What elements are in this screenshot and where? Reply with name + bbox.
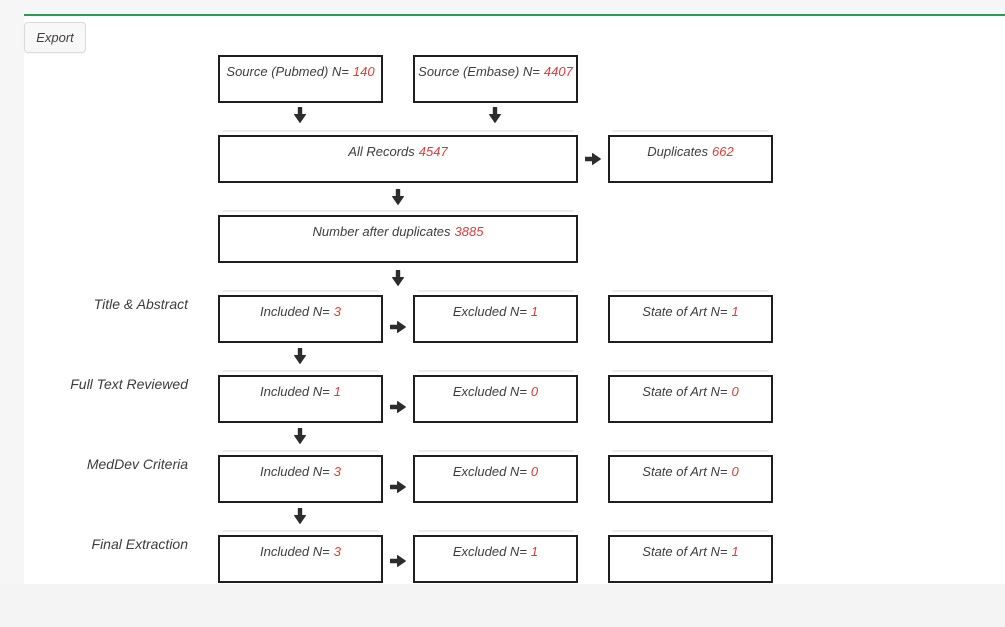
flow-box-included: Included N=3 [218, 290, 383, 343]
flow-box-state-of-art: State of Art N=1 [608, 290, 773, 343]
box-label: Included N= [260, 464, 330, 479]
box-label: State of Art N= [642, 544, 728, 559]
flow-box-excluded: Excluded N=0 [413, 370, 578, 423]
box-label: Source (Embase) N= [418, 64, 540, 79]
box-value: 4547 [418, 144, 448, 159]
stage-label-final-extraction: Final Extraction [91, 536, 188, 552]
box-value: 0 [530, 384, 539, 399]
stage-label-meddev-criteria: MedDev Criteria [86, 456, 188, 472]
box-label: State of Art N= [642, 464, 728, 479]
flow-box-included: Included N=3 [218, 450, 383, 503]
box-label: Number after duplicates [312, 224, 451, 239]
box-label: Excluded N= [452, 464, 527, 479]
flow-box-duplicates: Duplicates 662 [608, 130, 773, 183]
box-value: 0 [731, 464, 739, 479]
box-label: State of Art N= [642, 304, 728, 319]
box-value: 3 [333, 304, 341, 319]
top-strip [0, 0, 1005, 14]
flow-box-included: Included N=3 [218, 530, 383, 583]
arrow-right-icon [390, 321, 406, 333]
stage-label-full-text-reviewed: Full Text Reviewed [70, 376, 188, 392]
bottom-strip [0, 584, 1005, 627]
box-label: All Records [348, 144, 415, 159]
box-label: Excluded N= [452, 544, 527, 559]
box-value: 3 [333, 544, 341, 559]
flow-box-state-of-art: State of Art N=1 [608, 530, 773, 583]
arrow-down-icon [294, 348, 306, 364]
export-button[interactable]: Export [24, 22, 86, 53]
box-label: Excluded N= [452, 384, 527, 399]
box-label: Included N= [260, 304, 330, 319]
box-value: 1 [731, 544, 739, 559]
stage-label-title-abstract: Title & Abstract [93, 296, 188, 312]
arrow-down-icon [294, 107, 306, 123]
box-value: 1 [530, 304, 539, 319]
box-value: 1 [333, 384, 341, 399]
box-value: 3 [333, 464, 341, 479]
box-label: Source (Pubmed) N= [226, 64, 349, 79]
arrow-right-icon [390, 401, 406, 413]
box-label: Included N= [260, 544, 330, 559]
arrow-right-icon [390, 481, 406, 493]
flow-box-included: Included N=1 [218, 370, 383, 423]
box-value: 140 [352, 64, 375, 79]
box-label: Excluded N= [452, 304, 527, 319]
arrow-down-icon [392, 270, 404, 286]
flow-box-state-of-art: State of Art N=0 [608, 450, 773, 503]
box-value: 4407 [543, 64, 573, 79]
box-label: Included N= [260, 384, 330, 399]
box-value: 662 [712, 144, 734, 159]
flow-box-excluded: Excluded N=1 [413, 530, 578, 583]
box-value: 0 [731, 384, 739, 399]
flow-box-state-of-art: State of Art N=0 [608, 370, 773, 423]
arrow-down-icon [392, 189, 404, 205]
flow-box-excluded: Excluded N=0 [413, 450, 578, 503]
arrow-right-icon [390, 555, 406, 567]
arrow-down-icon [294, 428, 306, 444]
box-label: State of Art N= [642, 384, 728, 399]
box-label: Duplicates [647, 144, 708, 159]
flow-box-source-pubmed: Source (Pubmed) N=140 [218, 55, 383, 103]
arrow-down-icon [294, 508, 306, 524]
flow-box-excluded: Excluded N=1 [413, 290, 578, 343]
box-value: 1 [731, 304, 739, 319]
box-value: 3885 [454, 224, 484, 239]
arrow-right-icon [585, 153, 601, 165]
box-value: 1 [530, 544, 539, 559]
flow-box-source-embase: Source (Embase) N=4407 [413, 55, 578, 103]
arrow-down-icon [489, 107, 501, 123]
box-value: 0 [530, 464, 539, 479]
